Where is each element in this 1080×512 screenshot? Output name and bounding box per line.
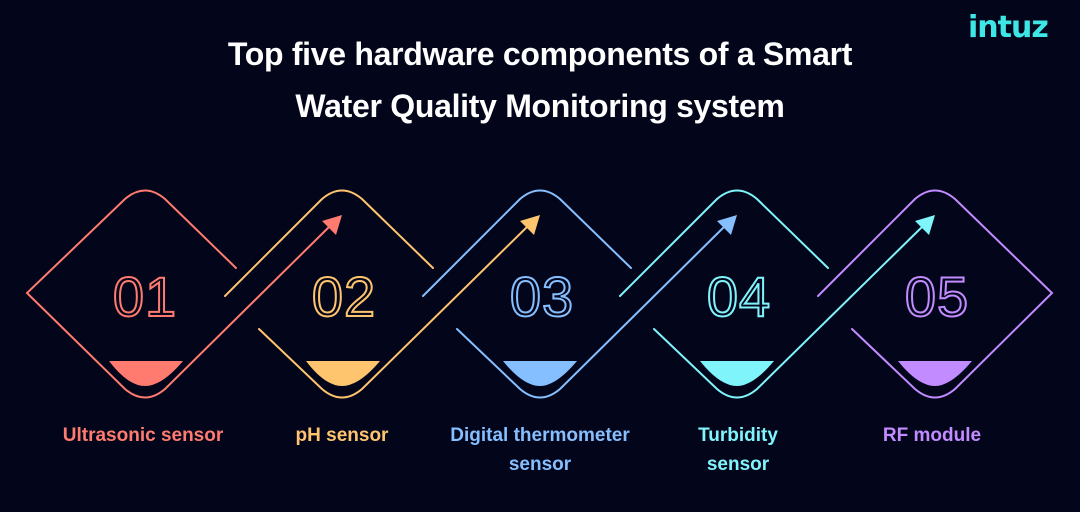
step-02-label: pH sensor xyxy=(295,425,389,446)
step-05-diamond xyxy=(817,189,1054,399)
step-02-bowl xyxy=(306,361,380,386)
title-line-2: Water Quality Monitoring system xyxy=(295,88,785,124)
arrow-head-icon xyxy=(717,215,737,235)
step-01-bowl xyxy=(109,361,183,386)
step-02-number: 02 xyxy=(312,265,376,328)
intuz-logo: intuz xyxy=(968,10,1049,45)
step-03-number: 03 xyxy=(510,265,574,328)
arrow-head-icon xyxy=(915,215,935,235)
page-title: Top five hardware components of a Smart … xyxy=(0,28,1080,132)
step-05-label: RF module xyxy=(882,425,982,446)
step-05-number: 05 xyxy=(905,265,969,328)
step-01-number: 01 xyxy=(113,265,177,328)
step-04-bowl xyxy=(700,361,774,386)
step-03-diamond xyxy=(422,189,737,399)
step-04-diamond xyxy=(619,189,935,399)
arrow-head-icon xyxy=(322,215,342,235)
step-04-label: Turbidity sensor xyxy=(698,425,778,475)
step-05-bowl xyxy=(898,361,972,386)
step-04-number: 04 xyxy=(707,265,771,328)
arrow-head-icon xyxy=(520,215,540,235)
step-01-diamond xyxy=(25,189,342,399)
title-line-1: Top five hardware components of a Smart xyxy=(227,36,853,72)
step-02-diamond xyxy=(224,189,540,399)
step-03-label: Digital thermometer sensor xyxy=(450,425,630,475)
step-03-bowl xyxy=(503,361,577,386)
step-01-label: Ultrasonic sensor xyxy=(62,425,224,446)
